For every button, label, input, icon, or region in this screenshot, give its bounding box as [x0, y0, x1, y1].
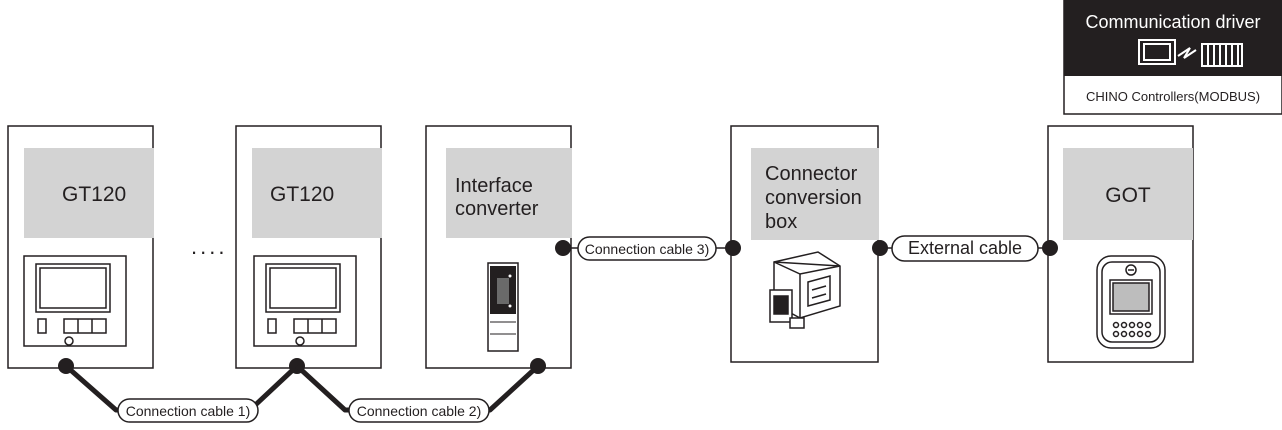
- device-connector-box: Connector conversion box: [730, 125, 879, 363]
- cable-label-external: External cable: [908, 238, 1022, 258]
- cable-label-1: Connection cable 1): [126, 403, 251, 419]
- controller-icon: [253, 255, 357, 347]
- device-label: Connector conversion box: [765, 163, 867, 233]
- interface-converter-icon: [487, 262, 519, 352]
- device-controller-1: GT120: [7, 125, 154, 369]
- driver-header-text: Communication driver: [1085, 12, 1260, 32]
- device-label: Interface converter: [455, 175, 539, 220]
- ellipsis: ....: [191, 234, 227, 259]
- connection-cable-3: Connection cable 3): [555, 236, 741, 261]
- device-label: GOT: [1105, 184, 1151, 207]
- device-got: GOT: [1047, 125, 1194, 363]
- got-panel-icon: [1096, 255, 1166, 349]
- driver-name-text: CHINO Controllers(MODBUS): [1086, 89, 1260, 104]
- external-cable: External cable: [872, 235, 1058, 262]
- controller-icon: [23, 255, 127, 347]
- device-label: GT120: [270, 183, 334, 206]
- cable-label-2: Connection cable 2): [357, 403, 482, 419]
- connector-box-icon: [769, 251, 841, 329]
- device-controller-2: GT120: [235, 125, 382, 369]
- communication-driver-icon: [1138, 39, 1243, 67]
- connection-cable-2: Connection cable 2): [295, 358, 546, 423]
- cable-label-3: Connection cable 3): [585, 241, 710, 257]
- communication-driver-box: Communication driver CHINO Controllers(M…: [1063, 0, 1282, 115]
- connection-cable-1: Connection cable 1): [58, 358, 305, 423]
- device-label: GT120: [62, 183, 126, 206]
- device-interface-converter: Interface converter: [425, 125, 572, 369]
